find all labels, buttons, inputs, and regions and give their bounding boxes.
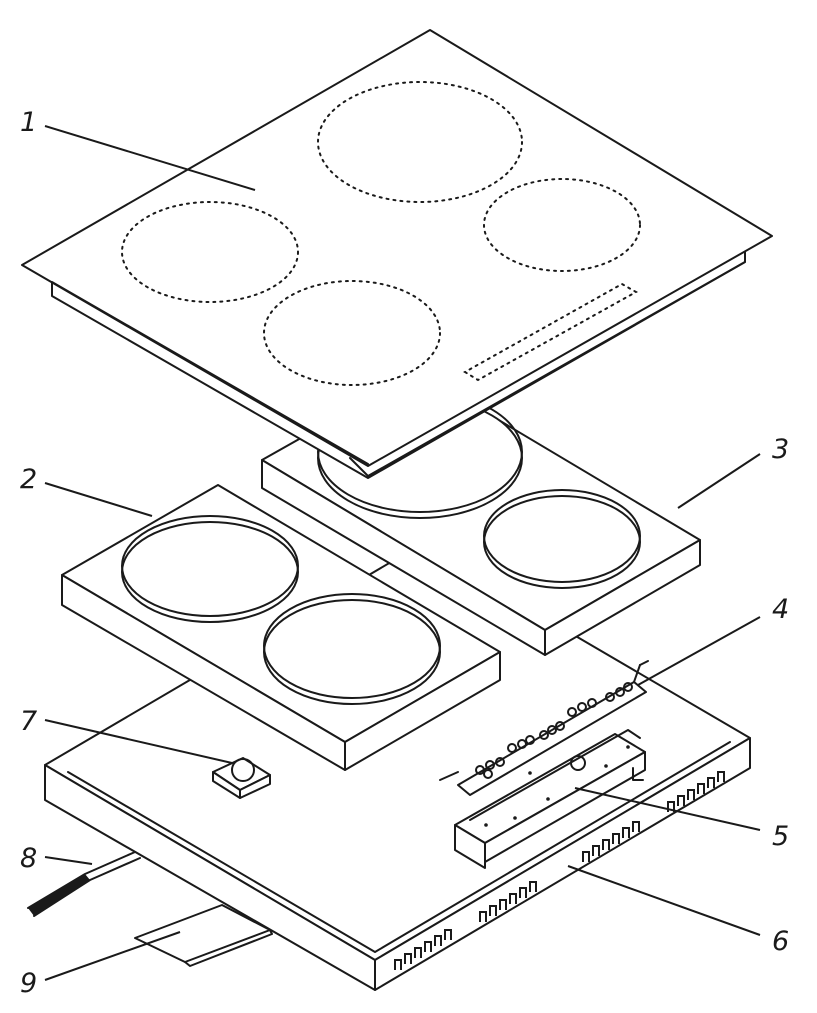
label-4: 4 xyxy=(772,594,789,625)
part-labels: 1 2 3 4 5 6 7 8 9 xyxy=(20,107,789,999)
label-3: 3 xyxy=(772,434,789,465)
front-heating-module xyxy=(61,484,501,771)
power-cable xyxy=(27,851,141,917)
small-component xyxy=(212,757,271,799)
label-6: 6 xyxy=(772,926,789,957)
bottom-plate xyxy=(134,904,273,967)
bracket xyxy=(454,729,646,869)
leader-lines xyxy=(44,125,761,981)
label-8: 8 xyxy=(20,843,37,874)
label-5: 5 xyxy=(772,821,789,852)
glass-top xyxy=(21,29,773,479)
board-components xyxy=(475,682,633,779)
label-9: 9 xyxy=(20,968,37,999)
label-1: 1 xyxy=(20,107,37,138)
housing-base xyxy=(44,544,751,991)
vent-slots xyxy=(394,771,725,970)
control-board xyxy=(439,660,649,796)
label-2: 2 xyxy=(20,464,37,495)
label-7: 7 xyxy=(20,706,37,737)
